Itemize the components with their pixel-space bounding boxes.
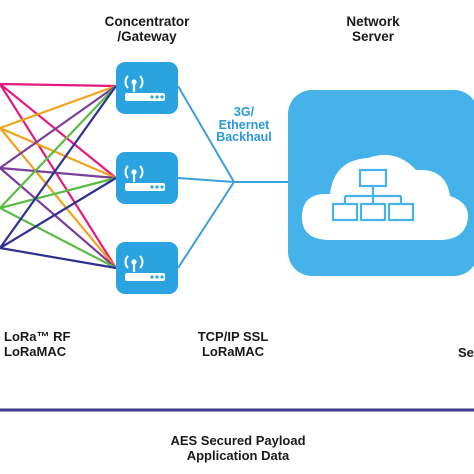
link-line [0, 127, 117, 269]
end-device-protocol-line-1: LoRa™ RF [4, 329, 71, 344]
gateway-title: Concentrator /Gateway [82, 14, 212, 44]
link-line [0, 85, 117, 249]
gateway-protocol-line-1: TCP/IP SSL [197, 329, 269, 344]
link-line [0, 166, 117, 180]
backhaul-label-line-2: Ethernet [218, 117, 270, 132]
gateway-title-line-1: Concentrator [104, 14, 190, 29]
end-device-links [0, 82, 117, 270]
network-server-title-line-2: Server [351, 29, 395, 45]
cloud-icon [301, 154, 468, 240]
wireless-gateway-icon [124, 75, 165, 101]
backhaul-links [177, 85, 290, 269]
link-line [0, 246, 117, 270]
link-line [0, 176, 117, 210]
link-line [0, 83, 117, 179]
end-device-protocol-line-2: LoRaMAC [4, 343, 67, 359]
link-line [0, 84, 117, 130]
backhaul-line [177, 177, 235, 183]
network-hierarchy-icon [331, 168, 415, 222]
link-line [0, 167, 117, 269]
wireless-gateway-icon [124, 165, 165, 191]
cropped-edge-label: Se [458, 345, 474, 360]
backhaul-label: 3G/ Ethernet Backhaul [206, 106, 282, 144]
link-line [0, 126, 117, 180]
network-server-title: Network Server [318, 14, 428, 44]
payload-label-line-2: Application Data [186, 447, 290, 463]
network-server [288, 90, 474, 276]
link-line [0, 207, 117, 269]
payload-label-line-1: AES Secured Payload [170, 433, 306, 448]
link-line [0, 83, 117, 269]
end-device-protocol-label: LoRa™ RF LoRaMAC [4, 329, 94, 359]
gateway-3-box [116, 242, 178, 294]
gateway-protocol-line-2: LoRaMAC [201, 343, 265, 359]
gateway-2 [116, 152, 178, 204]
gateway-1 [116, 62, 178, 114]
link-line [0, 82, 117, 88]
network-server-title-line-1: Network [346, 14, 400, 29]
backhaul-line [177, 85, 235, 183]
gateway-2-box [116, 152, 178, 204]
link-line [0, 85, 117, 169]
gateway-3 [116, 242, 178, 294]
backhaul-line [177, 181, 235, 269]
gateway-title-line-2: /Gateway [117, 29, 177, 45]
gateway-1-box [116, 62, 178, 114]
payload-label: AES Secured Payload Application Data [120, 433, 356, 463]
link-line [0, 85, 117, 209]
backhaul-label-line-1: 3G/ [233, 105, 255, 119]
wireless-gateway-icon [124, 255, 165, 281]
gateway-protocol-label: TCP/IP SSL LoRaMAC [178, 329, 288, 359]
backhaul-label-line-3: Backhaul [216, 130, 272, 144]
link-line [0, 177, 117, 249]
